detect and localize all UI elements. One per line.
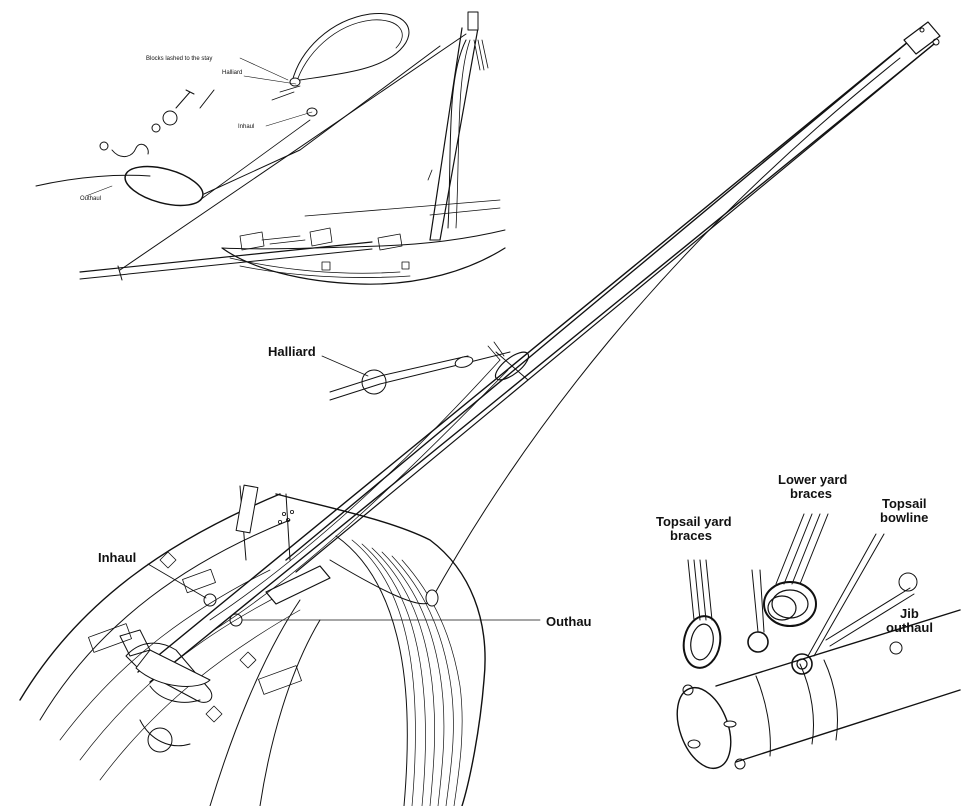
inset-halliard-loop [291,12,410,83]
inset-bottom-right: Topsail yard braces Lower yard braces To… [656,472,961,770]
inset-label-jib-outhaul-1: Jib [900,606,919,621]
inset-shackles [99,89,215,157]
inset-label-topsail-bowline-2: bowline [880,510,928,525]
inset-label-lower-yard-braces-1: Lower yard [778,472,847,487]
inset-label-blocks: Blocks lashed to the stay [146,56,212,62]
main-label-halliard: Halliard [268,344,316,359]
inset-label-topsail-yard-braces-2: braces [670,528,712,543]
inset-boat-hull [221,199,506,285]
main-label-outhaul: Outhau [546,614,592,629]
inset-mast [427,11,489,241]
main-rigging-lines [209,57,901,631]
inset-rings [682,581,817,675]
main-label-inhaul: Inhaul [98,550,136,565]
callout-jib-outhaul [898,572,918,592]
main-view: Halliard Inhaul Outhau [19,21,941,807]
inset-label-topsail-bowline-1: Topsail [882,496,927,511]
main-halliard-line [329,351,511,401]
inset-top-left: Blocks lashed to the stay Halliard Inhau… [35,11,506,285]
callout-halliard [361,369,387,395]
inset-traveller-ring [124,165,204,207]
inset-label-halliard: Halliard [222,70,242,76]
inset-label-jib-outhaul-2: outhaul [886,620,933,635]
callout-inhaul [203,593,217,607]
inset-spar-end [676,609,961,770]
inset-label-lower-yard-braces-2: braces [790,486,832,501]
main-bowsprit [135,21,941,687]
main-outhaul-stay [429,57,901,603]
inset-label-topsail-yard-braces-1: Topsail yard [656,514,732,529]
inset-bowsprit [79,241,373,281]
main-bow-hull [19,484,486,807]
inset-outhaul-line [35,174,151,187]
inset-brace-ropes [687,513,915,657]
inset-stay [119,33,467,271]
inset-label-outhaul: Outhaul [80,196,101,202]
inset-label-inhaul: Inhaul [238,124,254,130]
